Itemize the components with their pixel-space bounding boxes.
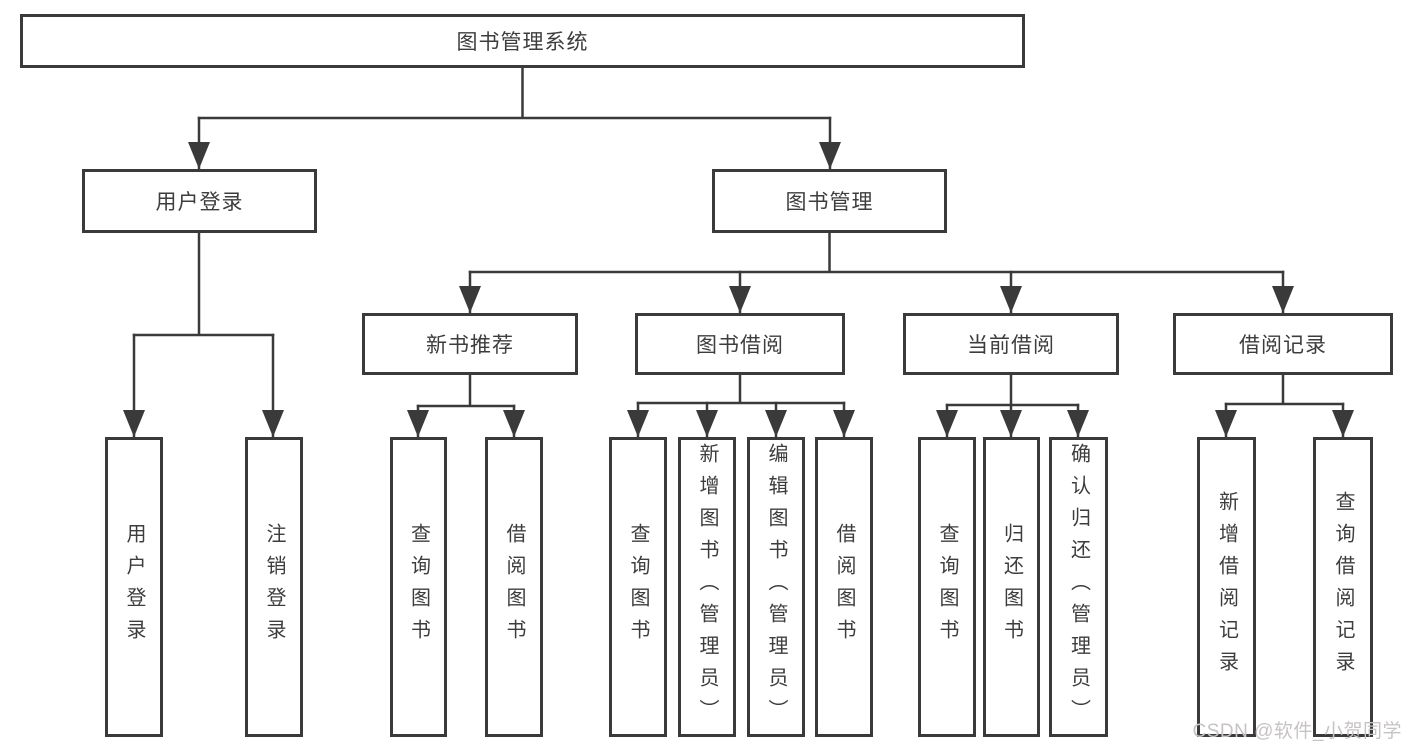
connector-root-split: [197, 66, 832, 120]
leaf-query-borrow-record: 查询借阅记录: [1313, 437, 1373, 737]
connector-management-split: [468, 231, 1285, 274]
leaf-query-books-current: 查询图书: [918, 437, 976, 737]
leaf-add-book-admin: 新增图书（管理员）: [678, 437, 736, 737]
node-new-book-recommendation: 新书推荐: [362, 313, 578, 375]
leaf-return-book: 归还图书: [983, 437, 1040, 737]
leaf-borrow-books-recommend: 借阅图书: [485, 437, 543, 737]
leaf-query-books-recommend: 查询图书: [390, 437, 447, 737]
connector-current-split: [945, 373, 1080, 407]
node-book-management: 图书管理: [712, 169, 947, 233]
connector-borrow-split: [636, 373, 846, 405]
watermark-text: CSDN @软件_小贺同学: [1192, 721, 1402, 742]
connector-records-split: [1224, 373, 1345, 406]
node-library-management-system: 图书管理系统: [20, 14, 1025, 68]
node-book-borrowing: 图书借阅: [635, 313, 845, 375]
node-borrowing-records: 借阅记录: [1173, 313, 1393, 375]
leaf-confirm-return-admin: 确认归还（管理员）: [1049, 437, 1108, 737]
node-current-borrowing: 当前借阅: [903, 313, 1119, 375]
leaf-query-books-borrow: 查询图书: [609, 437, 667, 737]
leaf-logout: 注销登录: [245, 437, 303, 737]
leaf-edit-book-admin: 编辑图书（管理员）: [747, 437, 805, 737]
connector-newbook-split: [416, 373, 516, 408]
leaf-add-borrow-record: 新增借阅记录: [1197, 437, 1256, 737]
leaf-user-login: 用户登录: [105, 437, 163, 737]
node-user-login: 用户登录: [82, 169, 317, 233]
leaf-borrow-books: 借阅图书: [815, 437, 873, 737]
connector-login-split: [132, 231, 275, 337]
